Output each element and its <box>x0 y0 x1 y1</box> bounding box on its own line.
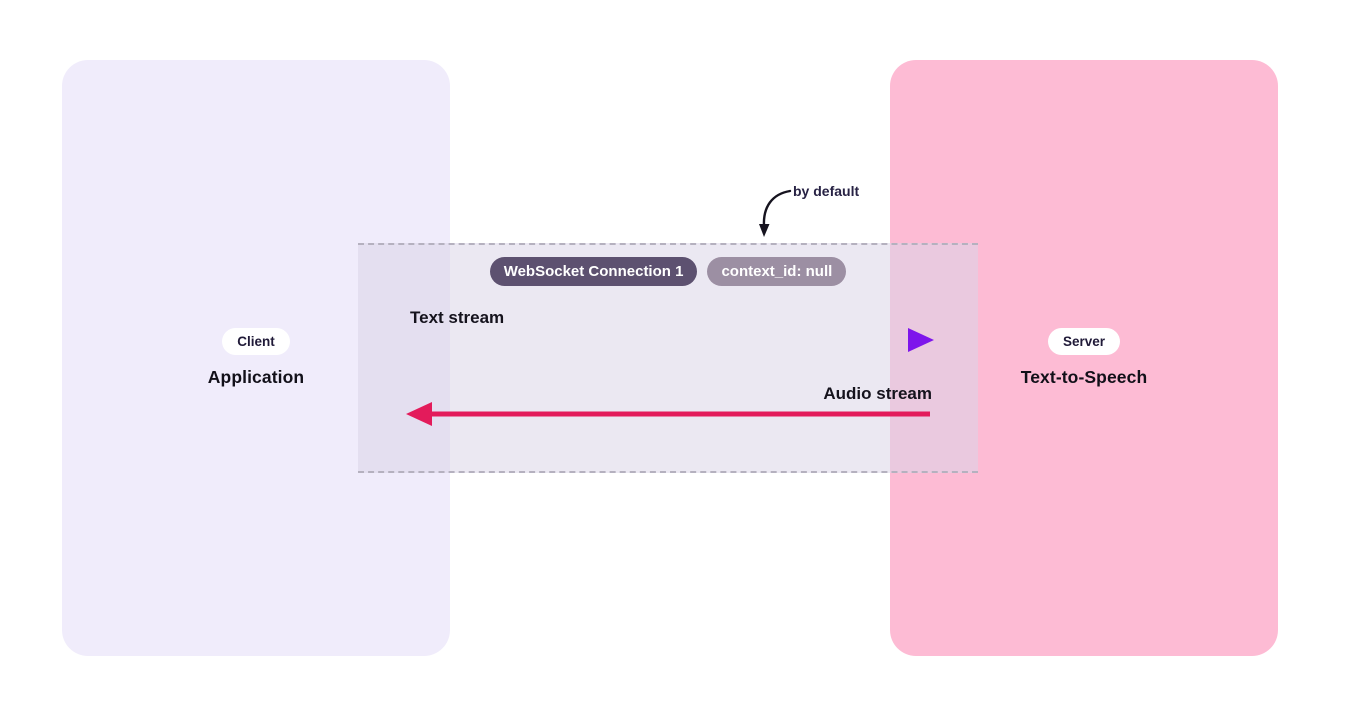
text-stream-arrow-icon <box>408 328 934 352</box>
by-default-annotation: by default <box>793 183 860 199</box>
client-panel-title: Application <box>207 367 305 388</box>
by-default-curved-arrow-icon <box>759 189 792 237</box>
audio-stream-label: Audio stream <box>823 384 932 403</box>
text-stream-label: Text stream <box>410 308 505 327</box>
connection-badges-row: WebSocket Connection 1 context_id: null <box>358 257 978 286</box>
websocket-connection-badge: WebSocket Connection 1 <box>489 257 698 286</box>
server-panel-title: Text-to-Speech <box>1020 367 1148 388</box>
server-badge: Server <box>1047 327 1121 356</box>
websocket-connection-band: WebSocket Connection 1 context_id: null … <box>358 243 978 473</box>
client-badge: Client <box>222 327 290 356</box>
context-id-badge: context_id: null <box>707 257 847 286</box>
audio-stream-arrow-icon <box>406 402 930 426</box>
